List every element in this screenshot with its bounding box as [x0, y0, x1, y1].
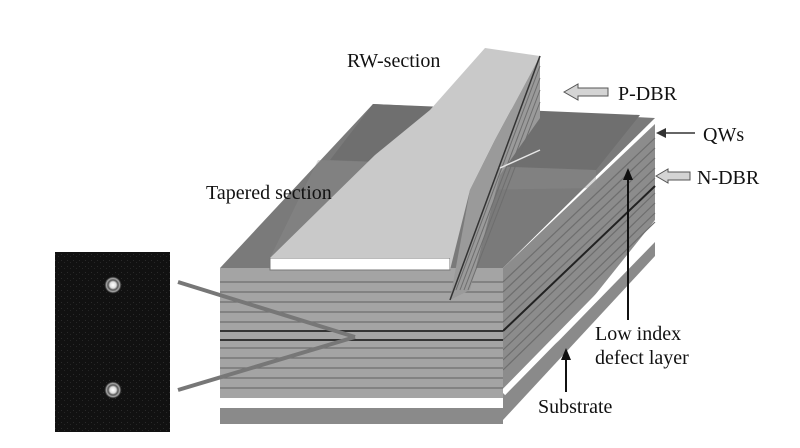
tapered-section-label: Tapered section: [206, 182, 332, 204]
substrate-arrow-head: [561, 348, 571, 360]
side-qw-line: [502, 185, 656, 332]
beam-line-upper: [177, 280, 356, 339]
low-index-label-line2: defect layer: [595, 347, 689, 369]
side-defect-layer: [500, 235, 658, 396]
n-dbr-arrow: [655, 168, 691, 184]
n-dbr-label: N-DBR: [697, 167, 760, 189]
ridge-highlight: [499, 149, 541, 169]
nearfield-inset: [55, 252, 170, 432]
rw-section-label: RW-section: [347, 50, 440, 72]
beam-line-lower: [177, 335, 356, 392]
beam-spot-bottom: [104, 381, 122, 399]
beam-spot-top: [104, 276, 122, 294]
front-defect-layer: [220, 398, 503, 408]
side-face-layers: [502, 137, 656, 371]
ridge-edge-line: [449, 55, 541, 301]
low-index-arrow-head: [623, 168, 633, 180]
tapered-section-top: [270, 48, 540, 270]
qws-label: QWs: [703, 124, 744, 146]
low-index-label-line1: Low index: [595, 323, 681, 345]
qws-arrow-head: [656, 128, 666, 138]
substrate-side: [503, 242, 655, 420]
p-dbr-label: P-DBR: [618, 83, 678, 105]
p-dbr-arrow: [562, 83, 609, 101]
ridge-side-layers: [455, 65, 541, 291]
taper-front-face: [269, 257, 451, 271]
substrate-front: [220, 408, 503, 424]
substrate-label: Substrate: [538, 396, 613, 418]
